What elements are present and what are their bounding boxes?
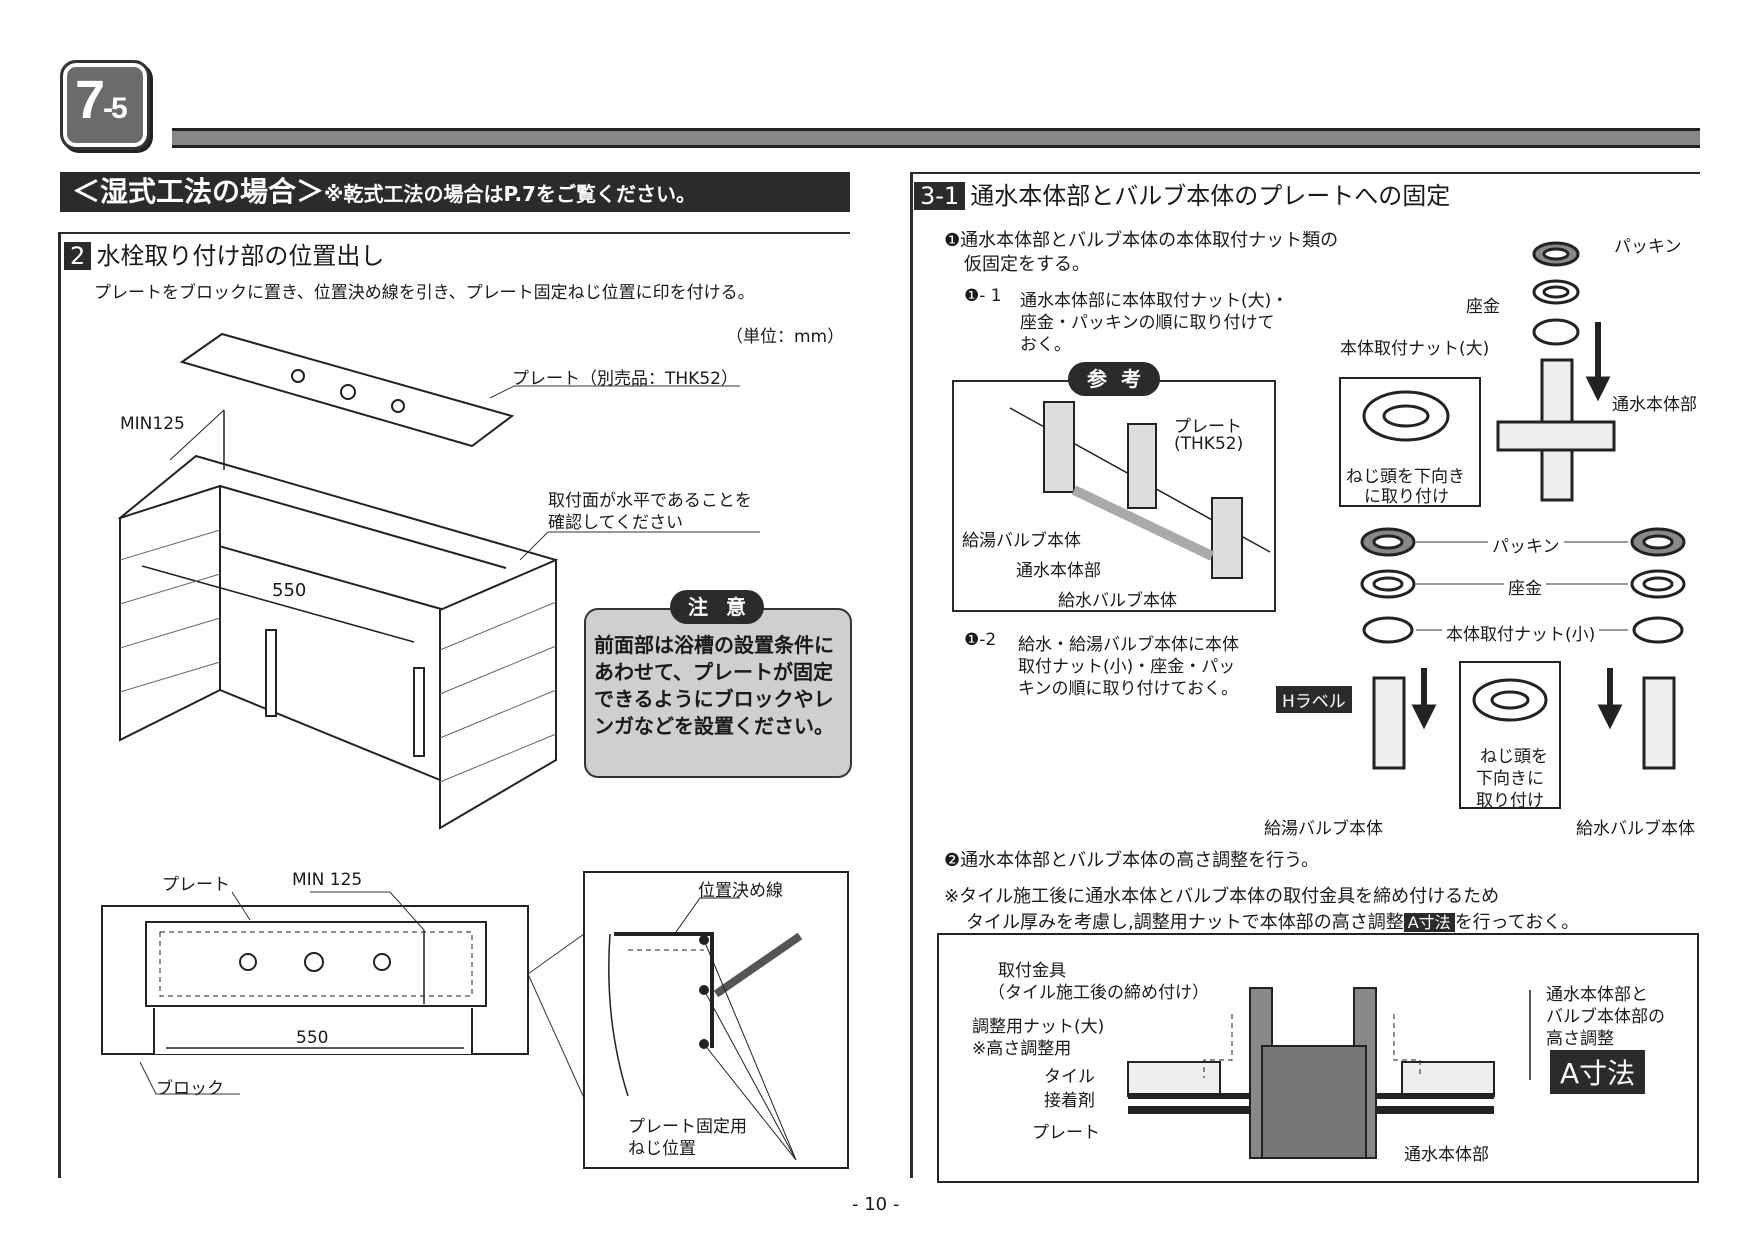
step1-2-line2: 取付ナット(小)・座金・パッ: [1018, 657, 1236, 677]
screw-note-bottom-line1: ねじ頭を: [1480, 747, 1548, 767]
adhesive-label: 接着剤: [1044, 1091, 1095, 1111]
a-dim-tag: A寸法: [1403, 913, 1455, 932]
screw-note-top-line2: に取り付け: [1364, 487, 1449, 507]
washer-label-top: 座金: [1466, 297, 1500, 317]
block-label: ブロック: [156, 1079, 224, 1099]
cold-valve-label: 給水バルブ本体: [1576, 819, 1695, 839]
screw-position-line2: ねじ位置: [628, 1139, 696, 1159]
step1-2-marker: ❶-2: [964, 630, 997, 650]
ref-hot-valve-label: 給湯バルブ本体: [962, 531, 1081, 551]
packing-label-bottom: パッキン: [1488, 532, 1564, 557]
screw-position-line1: プレート固定用: [628, 1117, 747, 1137]
left-column-rule: [58, 232, 61, 1178]
left-title: ＜湿式工法の場合＞: [72, 175, 325, 208]
ref-cold-valve-label: 給水バルブ本体: [1058, 591, 1177, 611]
section-3-1-number: 3-1: [914, 182, 966, 210]
section-3-1-title: 通水本体部とバルブ本体のプレートへの固定: [970, 182, 1451, 210]
header-rule: [172, 128, 1700, 148]
adjust-nut-label: 調整用ナット(大): [972, 1017, 1105, 1037]
ref-plate-label: プレート: [1174, 417, 1242, 437]
plan-width-550-label: 550: [296, 1028, 329, 1048]
step2-line: ❷通水本体部とバルブ本体の高さ調整を行う。: [944, 850, 1320, 871]
section-2-heading: 2 水栓取り付け部の位置出し: [64, 236, 384, 271]
step1-line2: 仮固定をする。: [964, 254, 1090, 275]
page-number: - 10 -: [852, 1194, 900, 1215]
screw-note-bottom-line3: 取り付け: [1476, 791, 1544, 811]
right-section-rule: [910, 172, 1700, 174]
section-2-number: 2: [64, 242, 92, 270]
height-note-line2: バルブ本体部の: [1546, 1007, 1665, 1027]
caution-box: [584, 608, 852, 778]
right-column-rule: [910, 172, 913, 1178]
hot-valve-label: 給湯バルブ本体: [1264, 819, 1383, 839]
step2-note1: ※タイル施工後に通水本体とバルブ本体の取付金具を締め付けるため: [944, 886, 1500, 907]
step1-line1: ❶通水本体部とバルブ本体の本体取付ナット類の: [944, 230, 1339, 251]
fitting-label: 取付金具: [998, 961, 1066, 981]
width-550-label: 550: [272, 580, 307, 601]
nut-small-label: 本体取付ナット(小): [1442, 620, 1600, 645]
chapter-badge: 7-5: [60, 60, 150, 150]
step1-2-line1: 給水・給湯バルブ本体に本体: [1018, 635, 1239, 655]
screw-note-top-line1: ねじ頭を下向き: [1346, 467, 1465, 487]
fitting-note: （タイル施工後の締め付け）: [988, 983, 1209, 1003]
caution-tag: 注意: [670, 590, 764, 624]
step1-1-line2: 座金・パッキンの順に取り付けて: [1020, 313, 1275, 333]
height-note-line3: 高さ調整: [1546, 1029, 1614, 1049]
body-label-top: 通水本体部: [1612, 395, 1697, 415]
left-title-bar: ＜湿式工法の場合＞※乾式工法の場合はP.7をご覧ください。: [60, 172, 850, 212]
screw-note-bottom-line2: 下向きに: [1476, 769, 1544, 789]
adjust-note: ※高さ調整用: [972, 1039, 1072, 1059]
reference-tag: 参考: [1068, 362, 1160, 396]
step1-2-line3: キンの順に取り付けておく。: [1018, 679, 1238, 699]
step1-1-line3: おく。: [1020, 335, 1071, 355]
h-label: Hラベル: [1276, 686, 1352, 713]
left-title-note: ※乾式工法の場合はP.7をご覧ください。: [324, 182, 696, 206]
nut-large-label: 本体取付ナット(大): [1340, 339, 1490, 359]
plan-min125-label: MIN 125: [292, 870, 363, 890]
block-wall-figure: [117, 332, 559, 830]
plan-plate-label: プレート: [162, 875, 230, 895]
section-body-label: 通水本体部: [1404, 1145, 1489, 1165]
level-note-line1: 取付面が水平であることを: [548, 491, 752, 511]
height-note-line1: 通水本体部と: [1546, 985, 1648, 1005]
chapter-number: 7-5: [75, 70, 128, 130]
section-3-1-heading: 3-1 通水本体部とバルブ本体のプレートへの固定: [914, 176, 1450, 211]
ref-plate-model: (THK52): [1174, 434, 1244, 454]
section-2-instruction: プレートをブロックに置き、位置決め線を引き、プレート固定ねじ位置に印を付ける。: [94, 283, 755, 303]
left-section-rule: [58, 232, 850, 234]
section-plate-label: プレート: [1032, 1123, 1100, 1143]
caution-text: 前面部は浴槽の設置条件にあわせて、プレートが固定できるようにブロックやレンガなど…: [594, 633, 834, 738]
step1-1-line1: 通水本体部に本体取付ナット(大)・: [1020, 291, 1289, 311]
level-note-line2: 確認してください: [548, 513, 683, 533]
unit-note: （単位：mm）: [726, 327, 845, 347]
min125-label: MIN125: [120, 414, 185, 434]
washer-label-bottom: 座金: [1504, 574, 1546, 599]
packing-label-top: パッキン: [1614, 237, 1682, 257]
ref-water-body-label: 通水本体部: [1016, 561, 1101, 581]
tile-label: タイル: [1044, 1067, 1095, 1087]
position-line-label: 位置決め線: [698, 881, 783, 901]
section-2-title: 水栓取り付け部の位置出し: [96, 242, 385, 270]
plate-label: プレート（別売品：THK52）: [512, 369, 738, 389]
step1-1-marker: ❶- 1: [964, 286, 1002, 306]
a-dim-large-tag: A寸法: [1550, 1050, 1646, 1094]
brick-lines: [119, 529, 557, 783]
